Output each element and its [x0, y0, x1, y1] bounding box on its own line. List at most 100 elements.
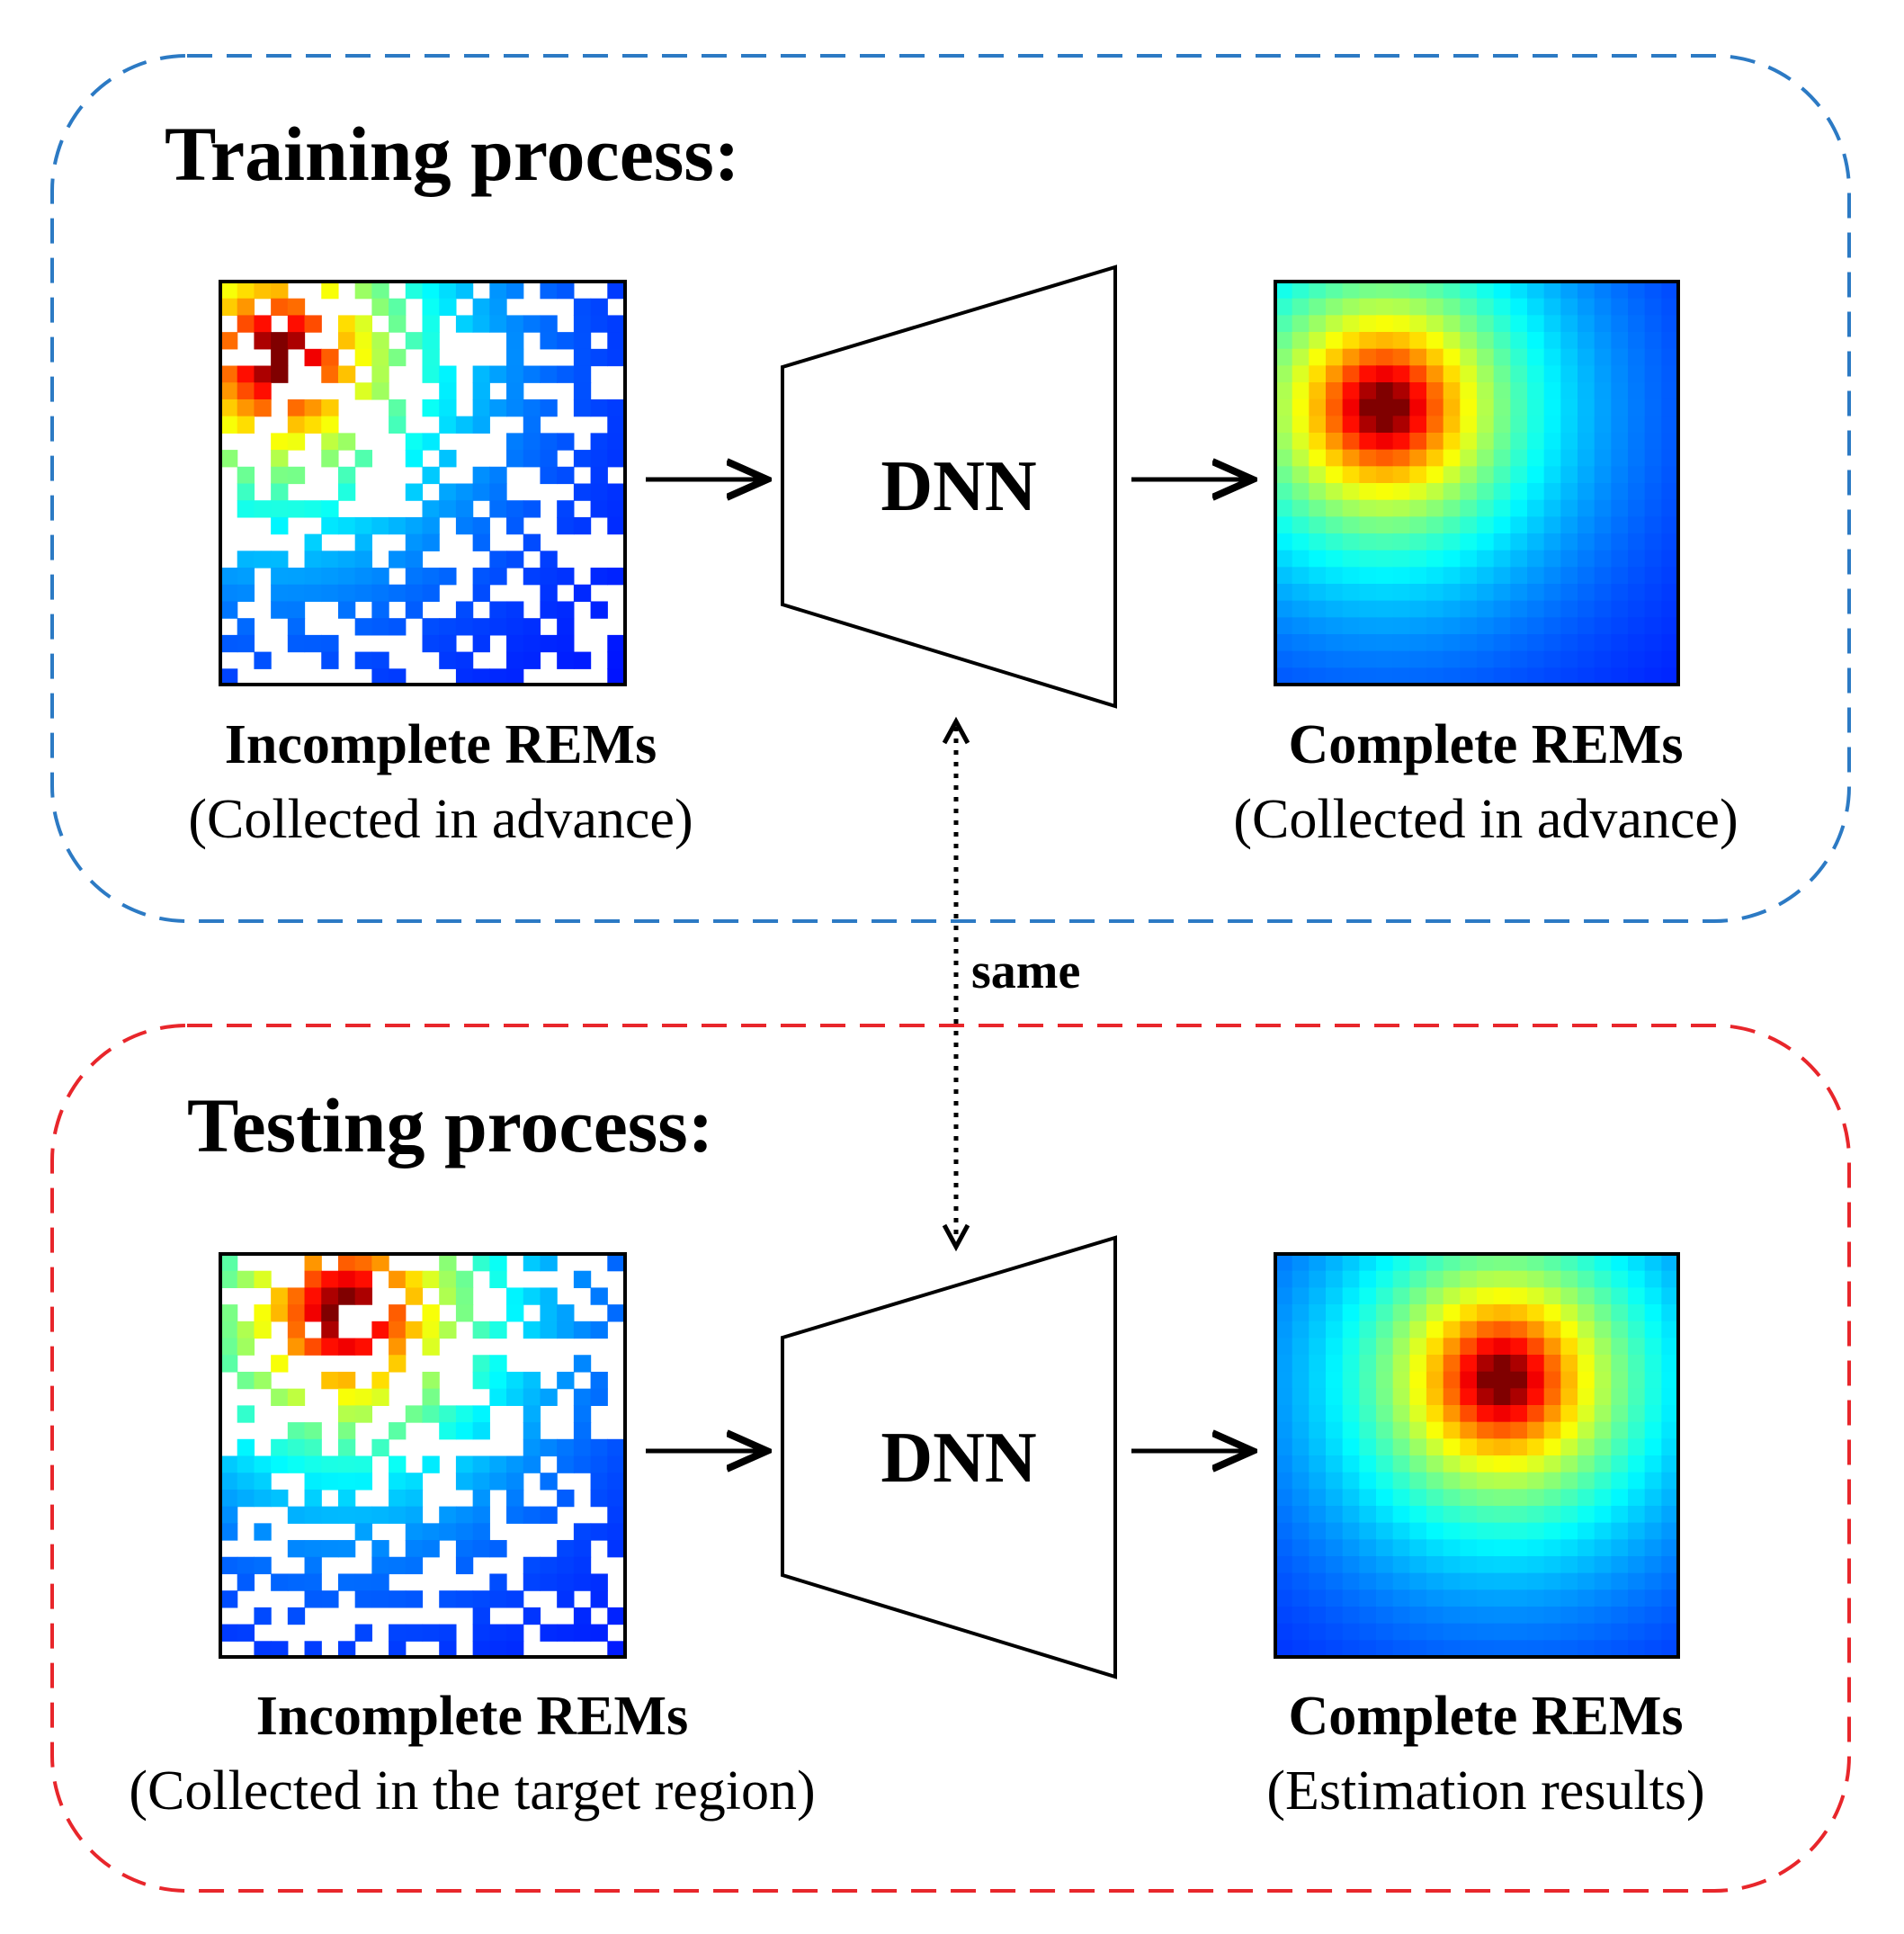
testing-complete-rem-cell [1594, 1607, 1612, 1625]
training-incomplete-rem-cell [271, 433, 289, 451]
training-incomplete-rem-cell [557, 651, 575, 669]
testing-complete-rem-cell [1426, 1421, 1444, 1439]
training-complete-rem-cell [1392, 667, 1410, 685]
training-incomplete-rem-cell [523, 533, 541, 551]
testing-complete-rem-cell [1527, 1304, 1545, 1322]
testing-complete-rem-cell [1376, 1472, 1394, 1490]
testing-incomplete-rem-cell [455, 1540, 474, 1558]
training-incomplete-rem-cell [573, 651, 592, 669]
training-incomplete-rem-cell [523, 433, 541, 451]
testing-complete-rem-cell [1426, 1539, 1444, 1557]
testing-complete-rem-cell [1644, 1522, 1662, 1540]
training-complete-rem-cell [1527, 298, 1545, 316]
testing-complete-rem-cell [1560, 1506, 1578, 1524]
training-complete-rem-cell [1460, 365, 1478, 383]
testing-incomplete-rem-cell [557, 1590, 575, 1608]
testing-complete-rem-cell [1611, 1304, 1629, 1322]
testing-complete-rem-cell [1578, 1506, 1596, 1524]
training-complete-rem-cell [1644, 298, 1662, 316]
testing-incomplete-rem-cell [422, 1405, 440, 1423]
training-complete-rem-cell [1644, 416, 1662, 434]
training-complete-rem-cell [1560, 298, 1578, 316]
testing-complete-rem-cell [1426, 1254, 1444, 1272]
testing-complete-rem-cell [1611, 1438, 1629, 1456]
training-complete-rem-cell [1460, 433, 1478, 451]
training-incomplete-rem-cell [506, 601, 524, 619]
testing-complete-rem-cell [1359, 1355, 1377, 1373]
training-complete-rem-cell [1611, 466, 1629, 484]
training-incomplete-rem-cell [439, 450, 457, 468]
testing-complete-rem-cell [1560, 1572, 1578, 1590]
training-complete-rem-cell [1275, 567, 1293, 585]
training-complete-rem-cell [1644, 382, 1662, 400]
training-complete-rem-cell [1560, 382, 1578, 400]
testing-complete-rem-cell [1578, 1355, 1596, 1373]
testing-complete-rem-cell [1628, 1321, 1646, 1339]
testing-output-caption: Complete REMs (Estimation results) [1135, 1682, 1837, 1830]
training-incomplete-rem-cell [220, 365, 238, 383]
training-complete-rem-cell [1292, 584, 1310, 602]
training-complete-rem-cell [1493, 332, 1511, 350]
training-complete-rem-cell [1376, 398, 1394, 416]
testing-complete-rem-cell [1578, 1455, 1596, 1473]
testing-complete-rem-cell [1493, 1506, 1511, 1524]
training-complete-rem-cell [1510, 466, 1528, 484]
testing-complete-rem-cell [1443, 1421, 1461, 1439]
testing-incomplete-rem-cell [220, 1355, 238, 1373]
training-complete-rem-cell [1342, 667, 1360, 685]
testing-complete-rem-cell [1309, 1270, 1327, 1288]
training-complete-rem-cell [1443, 600, 1461, 618]
training-complete-rem-cell [1426, 667, 1444, 685]
testing-incomplete-rem-cell [371, 1371, 389, 1390]
training-complete-rem-cell [1326, 315, 1344, 333]
testing-incomplete-rem-cell [557, 1540, 575, 1558]
training-complete-rem-cell [1376, 298, 1394, 316]
training-complete-rem-cell [1359, 466, 1377, 484]
testing-complete-rem-cell [1342, 1438, 1360, 1456]
testing-complete-rem-cell [1477, 1572, 1495, 1590]
training-complete-rem-cell [1326, 298, 1344, 316]
training-complete-rem-cell [1543, 332, 1561, 350]
testing-complete-rem-cell [1560, 1640, 1578, 1658]
training-complete-rem-cell [1409, 584, 1427, 602]
training-complete-rem-cell [1409, 650, 1427, 668]
training-incomplete-rem-cell [321, 450, 339, 468]
training-complete-rem-cell [1493, 650, 1511, 668]
training-incomplete-rem-cell [439, 500, 457, 518]
testing-incomplete-rem-cell [220, 1304, 238, 1322]
training-complete-rem-cell [1594, 398, 1612, 416]
training-complete-rem-cell [1359, 282, 1377, 300]
training-complete-rem-cell [1392, 650, 1410, 668]
testing-complete-rem-cell [1309, 1355, 1327, 1373]
training-complete-rem-cell [1426, 449, 1444, 467]
testing-incomplete-rem-cell [422, 1540, 440, 1558]
testing-complete-rem-cell [1493, 1405, 1511, 1423]
training-complete-rem-cell [1359, 315, 1377, 333]
testing-complete-rem-cell [1477, 1522, 1495, 1540]
training-complete-rem-cell [1426, 634, 1444, 652]
training-complete-rem-cell [1510, 533, 1528, 551]
training-incomplete-rem-cell [455, 516, 474, 535]
training-complete-rem-cell [1661, 533, 1679, 551]
training-complete-rem-cell [1628, 433, 1646, 451]
testing-incomplete-rem-cell [590, 1573, 608, 1591]
testing-complete-rem-cell [1543, 1405, 1561, 1423]
testing-complete-rem-cell [1275, 1287, 1293, 1305]
training-complete-rem-cell [1527, 382, 1545, 400]
testing-complete-rem-cell [1628, 1455, 1646, 1473]
testing-complete-rem-cell [1392, 1321, 1410, 1339]
training-complete-rem-cell [1477, 332, 1495, 350]
testing-incomplete-rem-cell [287, 1540, 306, 1558]
testing-complete-rem-cell [1594, 1355, 1612, 1373]
training-complete-rem-cell [1594, 365, 1612, 383]
testing-complete-rem-cell [1326, 1572, 1344, 1590]
training-incomplete-rem-cell [506, 398, 524, 417]
testing-incomplete-rem-cell [607, 1540, 625, 1558]
testing-complete-rem-cell [1275, 1254, 1293, 1272]
testing-complete-rem-cell [1543, 1572, 1561, 1590]
training-complete-rem-cell [1309, 315, 1327, 333]
training-complete-rem-cell [1493, 416, 1511, 434]
testing-complete-rem-cell [1560, 1556, 1578, 1574]
testing-input-label: Incomplete REMs [255, 1686, 689, 1747]
testing-incomplete-rem-cell [405, 1405, 424, 1423]
